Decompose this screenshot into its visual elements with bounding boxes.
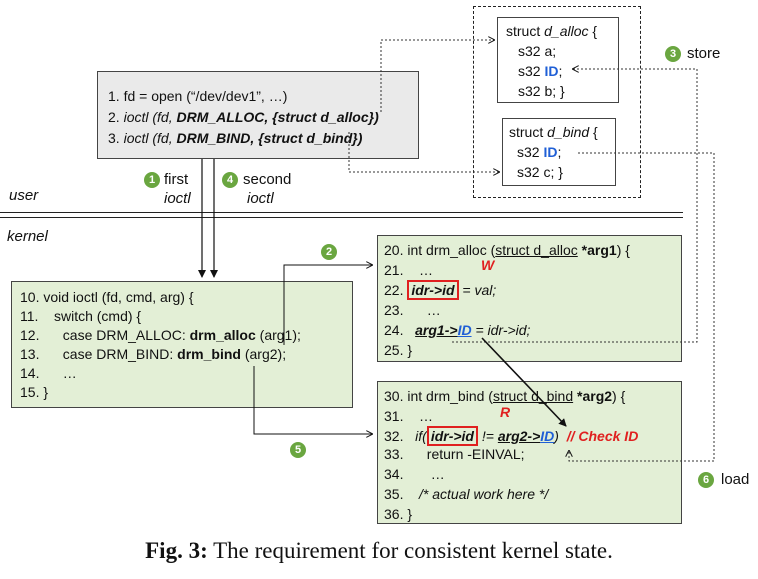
struct-container [473,6,641,198]
code-line-21: 21. … [384,262,434,278]
id-flow-arrow [481,337,567,427]
struct-d-alloc: struct d_alloc { s32 a; s32 ID; s32 b; } [497,17,619,103]
store-arrow [452,69,698,343]
write-marker: W [481,257,495,273]
write-idr-id: idr->id [407,280,459,300]
second-ioctl-label: ioctl [247,190,274,207]
code-line-31: 31. … [384,408,434,424]
user-label: user [9,187,39,204]
step-badge-4: 4 [222,172,238,188]
code-line-1: 1. fd = open (“/dev/dev1”, …) [108,88,288,104]
code-line-13: 13. case DRM_BIND: drm_bind (arg2); [20,346,287,362]
code-line-2: 2. ioctl (fd, DRM_ALLOC, {struct d_alloc… [108,109,379,125]
user-calls-box: 1. fd = open (“/dev/dev1”, …) 2. ioctl (… [97,71,419,159]
step-badge-3: 3 [665,46,681,62]
code-line-23: 23. … [384,302,441,318]
code-line-33: 33. return -EINVAL; [384,446,525,462]
bind-struct-link [348,132,499,172]
user-kernel-divider [0,212,683,213]
step-badge-5: 5 [290,442,306,458]
user-kernel-divider [0,217,683,218]
drm-alloc-function-box: 20. int drm_alloc (struct d_alloc *arg1)… [377,235,682,362]
code-line-35: 35. /* actual work here */ [384,486,549,502]
code-line-24: 24. arg1->ID = idr->id; [384,322,531,338]
store-label: store [687,45,721,62]
figure-caption: Fig. 3: The requirement for consistent k… [145,538,613,563]
code-line-11: 11. switch (cmd) { [20,308,142,324]
code-line-10: 10. void ioctl (fd, cmd, arg) { [20,289,194,305]
second-label: second [243,171,292,188]
first-label: first [164,171,189,188]
alloc-struct-link [380,40,494,112]
field-b: s32 b; } [518,83,565,99]
load-label: load [721,471,750,488]
field-c: s32 c; } [517,164,563,180]
code-line-25: 25. } [384,342,413,358]
code-line-20: 20. int drm_alloc (struct d_alloc *arg1)… [384,242,630,258]
struct-d-bind: struct d_bind { s32 ID; s32 c; } [502,118,616,186]
struct-d-bind-header: struct d_bind { [509,124,598,140]
field-a: s32 a; [518,43,557,59]
code-line-12: 12. case DRM_ALLOC: drm_alloc (arg1); [20,327,301,343]
code-line-32: 32. if(idr->id != arg2->ID) // Check ID [384,426,639,446]
step-badge-1: 1 [144,172,160,188]
call-drm-alloc-arrow [283,265,372,345]
code-line-36: 36. } [384,506,413,522]
kernel-label: kernel [7,228,48,245]
call-drm-bind-arrow [253,366,372,434]
step-badge-6: 6 [698,472,714,488]
step-badge-2: 2 [321,244,337,260]
code-line-14: 14. … [20,365,77,381]
code-line-3: 3. ioctl (fd, DRM_BIND, {struct d_bind}) [108,130,363,146]
read-idr-id: idr->id [426,426,478,446]
code-line-15: 15. } [20,384,49,400]
read-marker: R [500,404,511,420]
load-arrow [569,152,715,462]
code-line-22: 22. idr->id = val; [384,280,497,300]
code-line-34: 34. … [384,466,445,482]
field-id: s32 ID; [518,63,563,79]
first-ioctl-label: ioctl [164,190,191,207]
ioctl-function-box: 10. void ioctl (fd, cmd, arg) { 11. swit… [11,281,353,408]
struct-d-alloc-header: struct d_alloc { [506,23,598,39]
check-id-comment: // Check ID [566,428,639,444]
field-id: s32 ID; [517,144,562,160]
